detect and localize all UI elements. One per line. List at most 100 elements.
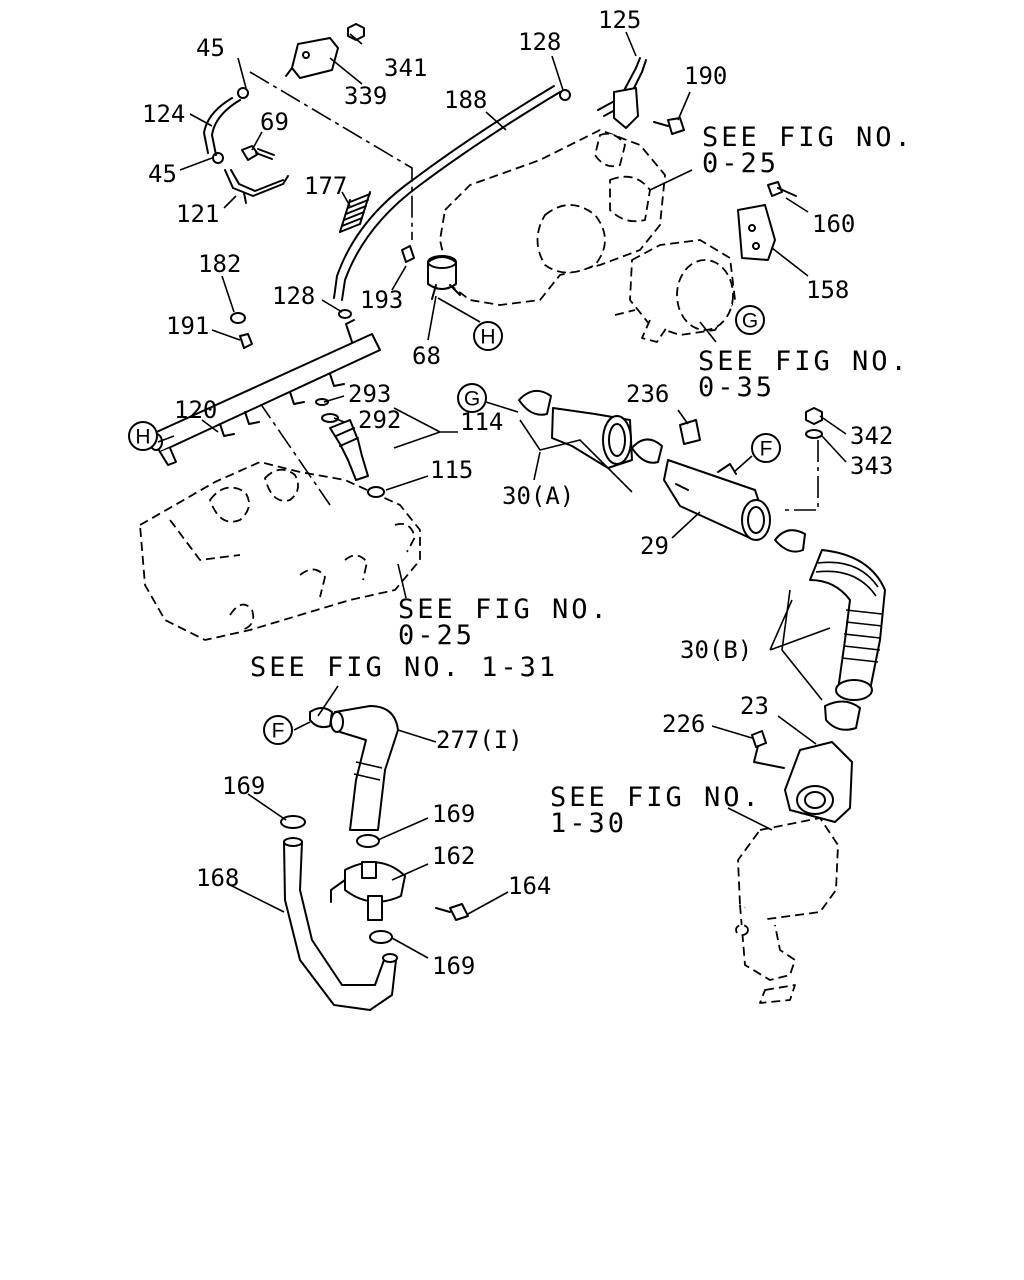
part-number-labels: 45 341 339 128 125 190 124 69 188 45 121…: [142, 6, 893, 980]
ref-fig-025-top-line2: 0-25: [702, 148, 779, 179]
label-193: 193: [360, 286, 403, 314]
part-236-cap: [679, 419, 701, 445]
connector-h-left: H: [128, 421, 158, 451]
part-169-clamp-a: [280, 815, 306, 829]
part-115-o-ring: [367, 486, 385, 498]
intake-plenum-phantom: [439, 129, 666, 306]
part-68-pressure-regulator: [427, 255, 461, 300]
part-121-pipe: [224, 169, 289, 204]
label-169-b: 169: [432, 800, 475, 828]
connector-f-low-letter: F: [272, 720, 285, 743]
label-69: 69: [260, 108, 289, 136]
label-30a: 30(A): [502, 482, 574, 510]
ref-fig-025-mid-line2: 0-25: [398, 620, 475, 651]
label-191: 191: [166, 312, 209, 340]
part-342-nut: [805, 407, 823, 425]
ref-fig-131: SEE FIG NO. 1-31: [250, 652, 558, 683]
reference-chain-lines: [249, 71, 819, 511]
label-168: 168: [196, 864, 239, 892]
label-160: 160: [812, 210, 855, 238]
label-277: 277(I): [436, 726, 523, 754]
part-169-clamp-b: [356, 834, 380, 848]
label-188: 188: [444, 86, 487, 114]
connector-g-mid: G: [457, 383, 487, 413]
label-23: 23: [740, 692, 769, 720]
label-190: 190: [684, 62, 727, 90]
label-45-lower: 45: [148, 160, 177, 188]
part-125-pipe: [597, 57, 647, 129]
part-45-clip-top: [237, 87, 249, 99]
label-169-c: 169: [432, 952, 475, 980]
label-114: 114: [460, 408, 503, 436]
part-23-adapter: [784, 741, 853, 823]
label-128-lower: 128: [272, 282, 315, 310]
ref-fig-035-line2: 0-35: [698, 372, 775, 403]
part-341-nut: [347, 23, 365, 41]
label-169-a: 169: [222, 772, 265, 800]
label-128-top: 128: [518, 28, 561, 56]
label-29: 29: [640, 532, 669, 560]
part-23-clamp: [824, 700, 861, 731]
label-115: 115: [430, 456, 473, 484]
part-188-hose: [333, 85, 561, 301]
label-292: 292: [358, 406, 401, 434]
connector-h-mid-letter: H: [480, 326, 495, 349]
part-124-hose: [203, 97, 241, 156]
part-clip-f: [309, 707, 333, 729]
part-45-clip-lower: [212, 152, 224, 164]
part-69-bolt: [241, 145, 275, 161]
part-162-valve: [330, 861, 406, 921]
part-160-bolt: [767, 181, 797, 197]
leader-lines: [157, 31, 847, 959]
label-293: 293: [348, 380, 391, 408]
connector-g-top-letter: G: [742, 310, 758, 333]
ref-fig-130-line1: SEE FIG NO.: [550, 782, 762, 813]
label-121: 121: [176, 200, 219, 228]
part-293-o-ring: [315, 398, 329, 406]
part-191-bolt: [239, 333, 253, 349]
part-292-o-ring: [321, 413, 339, 423]
label-341: 341: [384, 54, 427, 82]
label-68: 68: [412, 342, 441, 370]
label-164: 164: [508, 872, 551, 900]
label-226: 226: [662, 710, 705, 738]
label-30b: 30(B): [680, 636, 752, 664]
part-30b-intake-hose: [774, 529, 886, 701]
connector-g-top: G: [735, 305, 765, 335]
part-190-bolt: [653, 117, 685, 135]
figure-references: SEE FIG NO. 0-25 SEE FIG NO. 0-35 SEE FI…: [250, 122, 914, 839]
part-114-injector: [329, 419, 369, 481]
part-120-fuel-rail: [149, 319, 381, 466]
part-182-grommet: [230, 312, 246, 324]
connector-g-mid-letter: G: [464, 388, 480, 411]
label-125: 125: [598, 6, 641, 34]
ref-fig-130-line2: 1-30: [550, 808, 627, 839]
label-158: 158: [806, 276, 849, 304]
connector-f-mid: F: [751, 433, 781, 463]
part-193-bolt: [401, 245, 415, 263]
label-120: 120: [174, 396, 217, 424]
part-168-hose: [283, 837, 398, 1011]
label-236: 236: [626, 380, 669, 408]
connector-h-mid: H: [473, 321, 503, 351]
ref-fig-025-top-line1: SEE FIG NO.: [702, 122, 914, 153]
ref-fig-025-mid-line1: SEE FIG NO.: [398, 594, 610, 625]
label-124: 124: [142, 100, 185, 128]
label-342: 342: [850, 422, 893, 450]
part-339-bracket: [285, 37, 339, 79]
connector-f-mid-letter: F: [760, 438, 773, 461]
label-177: 177: [304, 172, 347, 200]
part-128-clip-top: [559, 89, 571, 101]
part-169-clamp-c: [369, 930, 393, 944]
part-277-hose: [330, 705, 399, 831]
intake-manifold-phantom: [139, 461, 421, 641]
label-343: 343: [850, 452, 893, 480]
label-182: 182: [198, 250, 241, 278]
throttle-body-phantom: [614, 239, 736, 343]
part-158-bracket: [737, 204, 776, 261]
part-164-bolt: [435, 903, 469, 921]
part-29-resonator: [663, 459, 771, 541]
part-177-spring: [339, 191, 371, 233]
part-30a-intake-duct: [518, 389, 663, 469]
